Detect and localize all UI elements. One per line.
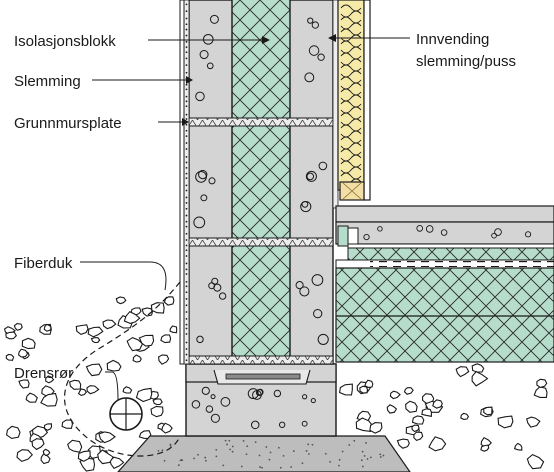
mineral-wool-texture [340,4,362,186]
gravel-stones-right [338,363,548,470]
footing-aggregate [191,386,316,430]
interior-slurry-layer [332,0,339,209]
label-interior-slurry-line2: slemming/puss [416,53,516,70]
label-drain-pipe: Drensrør [14,365,73,382]
block-aggregate [193,14,329,345]
drain-pipe [109,397,143,431]
gravel-backfill [0,282,554,472]
label-interior-slurry-line1: Innvending [416,31,489,48]
isolation-block-wall [188,0,334,365]
levelling-bed [117,435,411,472]
exterior-slurry-texture [185,3,188,362]
floor-finish [335,205,554,223]
footing-rebar [225,373,301,380]
levelling-bed-texture [157,439,385,469]
floor-construction [335,205,554,363]
exterior-slurry-layer [183,0,190,365]
foundation-board [179,0,185,365]
floor-slab [335,221,554,245]
label-slurry: Slemming [14,73,81,90]
interior-wall [337,0,371,201]
edge-insulation-strip [337,225,349,247]
floor-membrane [347,243,554,249]
label-foundation-board: Grunnmursplate [14,115,122,132]
floor-slab-aggregate [363,225,532,241]
label-isolation-block: Isolasjonsblokk [14,33,116,50]
label-filter-fabric: Fiberduk [14,255,73,272]
filter-fabric [63,281,181,457]
gravel-stones-left [3,296,178,472]
leader-arrowheads [182,34,336,126]
leader-lines [80,37,410,401]
